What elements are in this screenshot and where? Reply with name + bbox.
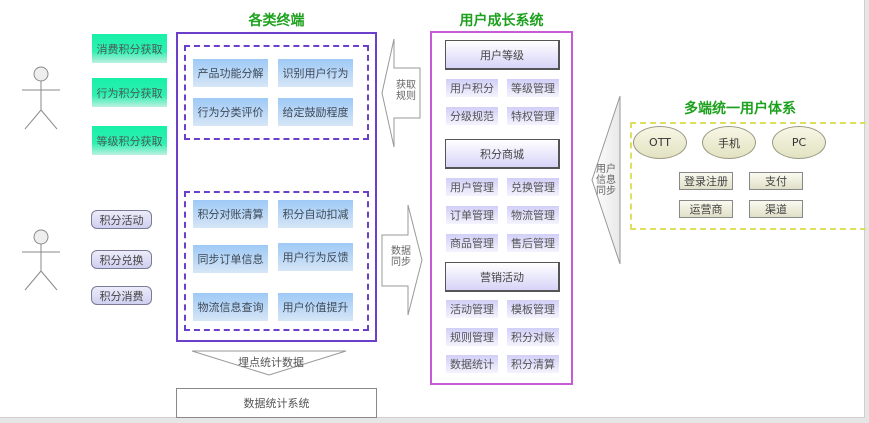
terminal-cell: 积分对账清算 [193,200,268,228]
consume-points-acquire: 消费积分获取 [92,34,167,63]
growth-item: 等级管理 [507,79,559,97]
growth-item: 订单管理 [446,206,498,224]
growth-item: 积分对账 [507,328,559,346]
arrow-left-icon [591,95,621,265]
function-cell: 运营商 [679,200,733,218]
terminal-cell: 同步订单信息 [193,245,268,273]
points-consume: 积分消费 [91,286,152,305]
rules-label: 获取 规则 [394,80,418,102]
points-activity: 积分活动 [91,210,152,229]
terminal-cell: 物流信息查询 [193,293,268,321]
points-exchange: 积分兑换 [91,250,152,269]
arrow-right-icon [381,204,423,316]
growth-item: 规则管理 [446,328,498,346]
arrow-left-icon [381,38,421,148]
terminals-bottom-group [184,191,369,331]
terminals-title: 各类终端 [248,13,305,29]
growth-item: 用户管理 [446,178,498,196]
endpoint-mobile: 手机 [702,126,756,159]
user-sync-label: 用户 信息 同步 [595,164,617,197]
growth-item: 数据统计 [446,355,498,373]
growth-item: 物流管理 [507,206,559,224]
arrow-down-icon [191,350,347,376]
level-points-acquire: 等级积分获取 [92,126,167,155]
terminal-cell: 给定鼓励程度 [278,98,353,126]
growth-item: 商品管理 [446,234,498,252]
terminal-cell: 用户价值提升 [278,293,353,321]
terminals-top-group [184,45,369,140]
sync-label-line: 数据 [391,246,411,257]
terminal-cell: 积分自动扣减 [278,200,353,228]
person-icon [22,229,60,291]
growth-item: 售后管理 [507,234,559,252]
growth-item: 特权管理 [507,107,559,125]
growth-box [430,31,573,385]
rules-label-line: 规则 [396,91,416,102]
multi-title: 多端统一用户体系 [684,101,796,117]
function-cell: 渠道 [749,200,803,218]
behavior-points-acquire: 行为积分获取 [92,78,167,107]
growth-item: 用户积分 [446,79,498,97]
terminals-box [176,32,377,342]
growth-title: 用户成长系统 [459,13,544,29]
section-header-marketing: 营销活动 [445,262,560,292]
growth-item: 积分清算 [507,355,559,373]
tracking-label: 埋点统计数据 [238,356,304,369]
endpoint-ott: OTT [633,126,687,159]
sync-label-line: 同步 [391,257,411,268]
person-icon [22,66,60,130]
section-header-points-mall: 积分商城 [445,139,560,169]
user-sync-label-line: 用户 [596,164,616,175]
growth-item: 兑换管理 [507,178,559,196]
user-sync-label-line: 信息 [596,175,616,186]
growth-item: 模板管理 [507,300,559,318]
sync-label: 数据 同步 [387,246,415,268]
rules-label-line: 获取 [396,80,416,91]
growth-item: 活动管理 [446,300,498,318]
terminal-cell: 用户行为反馈 [278,243,353,271]
growth-item: 分级规范 [446,107,498,125]
terminal-cell: 产品功能分解 [193,59,268,87]
multi-box [630,122,866,230]
endpoint-pc: PC [772,126,826,159]
terminal-cell: 行为分类评价 [193,98,268,126]
section-header-user-level: 用户等级 [445,40,560,70]
terminal-cell: 识别用户行为 [278,59,353,87]
function-cell: 支付 [749,172,803,190]
stats-system-box: 数据统计系统 [176,388,377,418]
function-cell: 登录注册 [679,172,733,190]
user-sync-label-line: 同步 [596,186,616,197]
